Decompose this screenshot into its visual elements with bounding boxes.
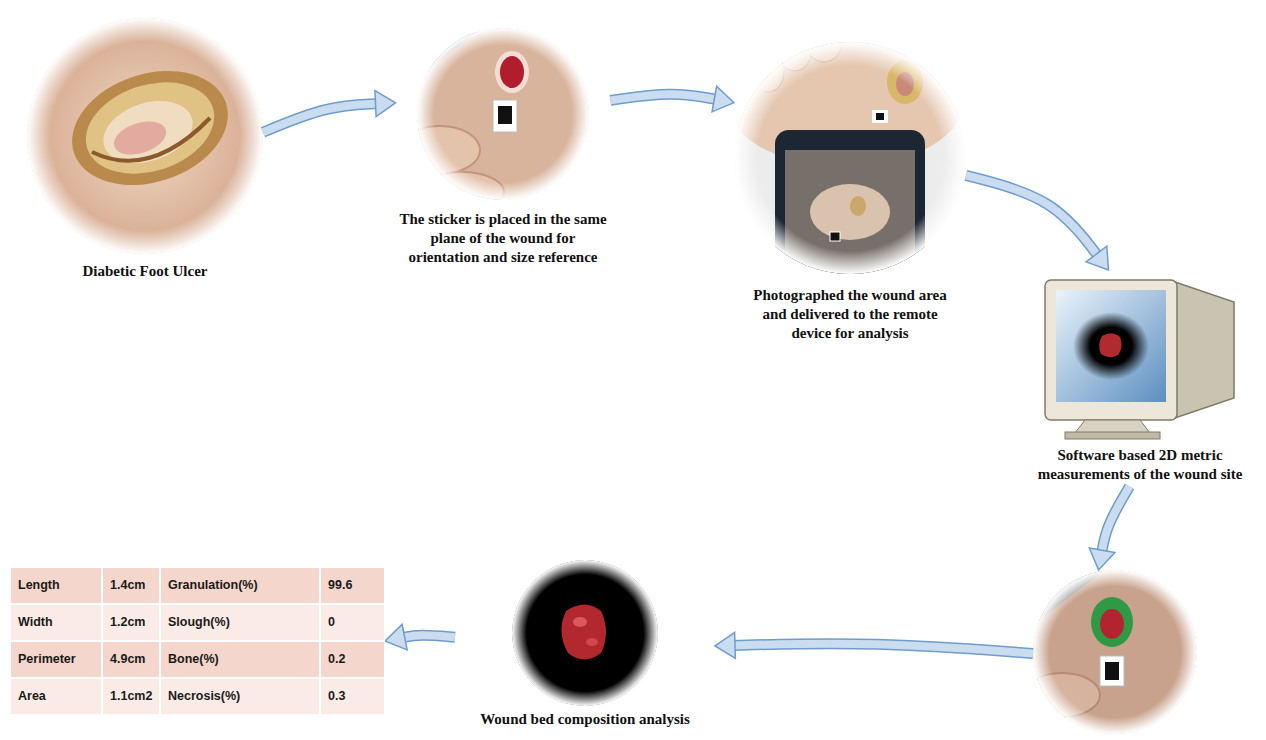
monitor-screen [1056,290,1166,402]
arrow-shaft [263,104,379,133]
step-caption: Photographed the wound area and delivere… [743,286,958,342]
table-value: 1.4cm [102,567,160,604]
table-label: Perimeter [10,641,102,678]
table-value: 1.1cm2 [102,678,160,715]
step-caption: Software based 2D metric measurements of… [1035,446,1245,484]
flow-arrow [1089,487,1129,571]
flow-arrow [263,91,396,133]
picture-slot [1040,270,1240,440]
table-label: Necrosis(%) [160,678,320,715]
arrow-outline [402,635,455,637]
step-caption: Diabetic Foot Ulcer [35,262,255,281]
step-caption: Wound bed composition analysis [455,710,715,729]
arrow-head [715,632,735,658]
segmented-photo [1024,570,1197,734]
phone-photo [723,22,967,305]
computer-monitor [1045,280,1234,439]
monitor-step: Software based 2D metric measurements of… [1035,270,1245,487]
table-label: Area [10,678,102,715]
arrow-shaft [732,644,1033,654]
photo-step: Wound bed composition analysis [455,560,715,732]
picture-slot [1033,570,1197,734]
arrow-outline [1102,487,1130,554]
wound-bed-photo [512,560,658,706]
table-label: Bone(%) [160,641,320,678]
table-value: 4.9cm [102,641,160,678]
photo-feather [512,560,658,706]
arrow-outline [732,644,1033,654]
photo-step: Photographed the wound area and delivere… [734,42,966,345]
arrow-shaft [1102,487,1130,554]
arrow-outline [611,94,718,100]
table-label: Width [10,604,102,641]
flow-arrow [385,624,455,650]
photo-step: The sticker is placed in the same plane … [396,28,611,269]
monitor-case [1175,282,1234,418]
table-label: Slough(%) [160,604,320,641]
photo-step [1033,570,1197,737]
arrow-outline [966,175,1098,256]
table-label: Granulation(%) [160,567,320,604]
picture-slot [27,18,263,254]
skin [417,28,589,200]
screen-wound [1099,333,1121,357]
monitor-base [1065,432,1160,439]
flow-arrow [715,632,1033,658]
arrow-outline [263,104,379,133]
table-value: 1.2cm [102,604,160,641]
step-caption: The sticker is placed in the same plane … [396,210,611,266]
arrow-head [375,91,396,117]
ulcer-photo [27,18,263,254]
table-label: Length [10,567,102,604]
background [734,42,966,274]
measurement-table: Length1.4cmGranulation(%)99.6Width1.2cmS… [10,567,385,715]
skin [1033,570,1197,734]
flow-arrow [611,86,735,112]
photo-step: Diabetic Foot Ulcer [27,18,263,284]
arrow-head [712,86,734,112]
arrow-shaft [966,175,1098,256]
table-value: 0 [320,604,385,641]
flow-arrow [966,175,1109,270]
photo-feather [734,42,966,274]
photo-feather [27,18,263,254]
arrow-head [1086,246,1108,270]
table-value: 0.3 [320,678,385,715]
skin [27,18,263,254]
arrow-shaft [611,94,718,100]
photo-feather [1033,570,1197,734]
picture-slot [512,560,658,706]
photo-feather [417,28,589,200]
monitor-bezel [1045,280,1177,420]
arrow-head [385,624,407,650]
arrow-head [1089,548,1115,570]
black-ground [512,560,658,706]
sticker-photo [400,28,589,212]
table-value: 99.6 [320,567,385,604]
screen-vignette [1073,312,1149,380]
picture-slot [417,28,589,200]
monitor-stand [1075,420,1150,433]
picture-slot [734,42,966,274]
arrow-shaft [402,635,455,637]
table-value: 0.2 [320,641,385,678]
